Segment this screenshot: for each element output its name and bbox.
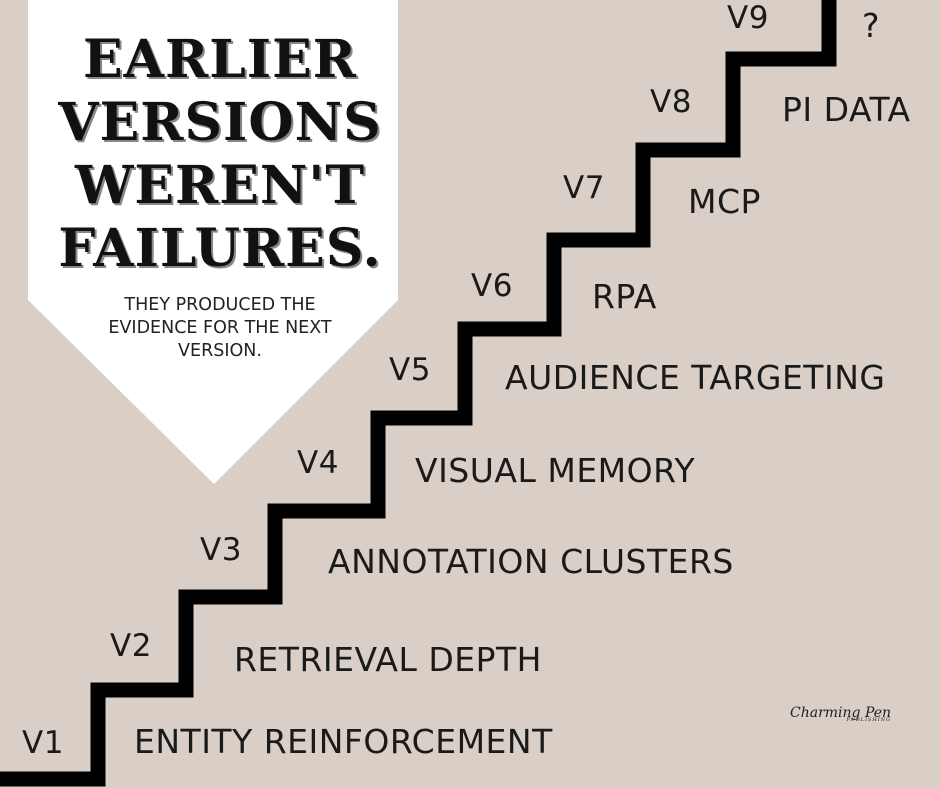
step-label-v3: ANNOTATION CLUSTERS	[328, 542, 734, 581]
version-label-v4: V4	[297, 445, 339, 481]
step-label-v9: ?	[862, 6, 881, 45]
step-label-v8: PI DATA	[782, 90, 911, 129]
signature-name: Charming Pen	[790, 705, 892, 721]
step-label-v2: RETRIEVAL DEPTH	[234, 640, 542, 679]
version-label-v5: V5	[389, 352, 431, 388]
step-label-v7: MCP	[688, 182, 761, 221]
step-label-v4: VISUAL MEMORY	[415, 451, 696, 490]
version-label-v8: V8	[650, 84, 692, 120]
version-label-v6: V6	[471, 268, 513, 304]
step-label-v5: AUDIENCE TARGETING	[505, 358, 886, 397]
version-label-v1: V1	[22, 725, 64, 761]
version-label-v3: V3	[200, 532, 242, 568]
headline-line: VERSIONS	[58, 92, 382, 153]
headline: EARLIER VERSIONS WEREN'T FAILURES.	[40, 28, 400, 280]
version-label-v2: V2	[110, 628, 152, 664]
subhead-line: EVIDENCE FOR THE NEXT	[108, 318, 332, 338]
version-label-v9: V9	[727, 0, 769, 36]
headline-line: WEREN'T	[74, 155, 366, 216]
version-label-v7: V7	[563, 170, 605, 206]
signature-logo: Charming Pen PUBLISHING	[790, 705, 891, 723]
banner-background	[28, 0, 398, 484]
staircase	[0, 0, 837, 787]
subhead-line: THEY PRODUCED THE	[124, 295, 316, 315]
subhead: THEY PRODUCED THE EVIDENCE FOR THE NEXT …	[50, 294, 390, 363]
step-label-v1: ENTITY REINFORCEMENT	[134, 722, 553, 761]
step-label-v6: RPA	[592, 277, 657, 316]
signature-tagline: PUBLISHING	[846, 717, 892, 723]
headline-line: EARLIER	[83, 29, 357, 90]
subhead-line: VERSION.	[178, 341, 262, 361]
headline-line: FAILURES.	[58, 218, 382, 279]
